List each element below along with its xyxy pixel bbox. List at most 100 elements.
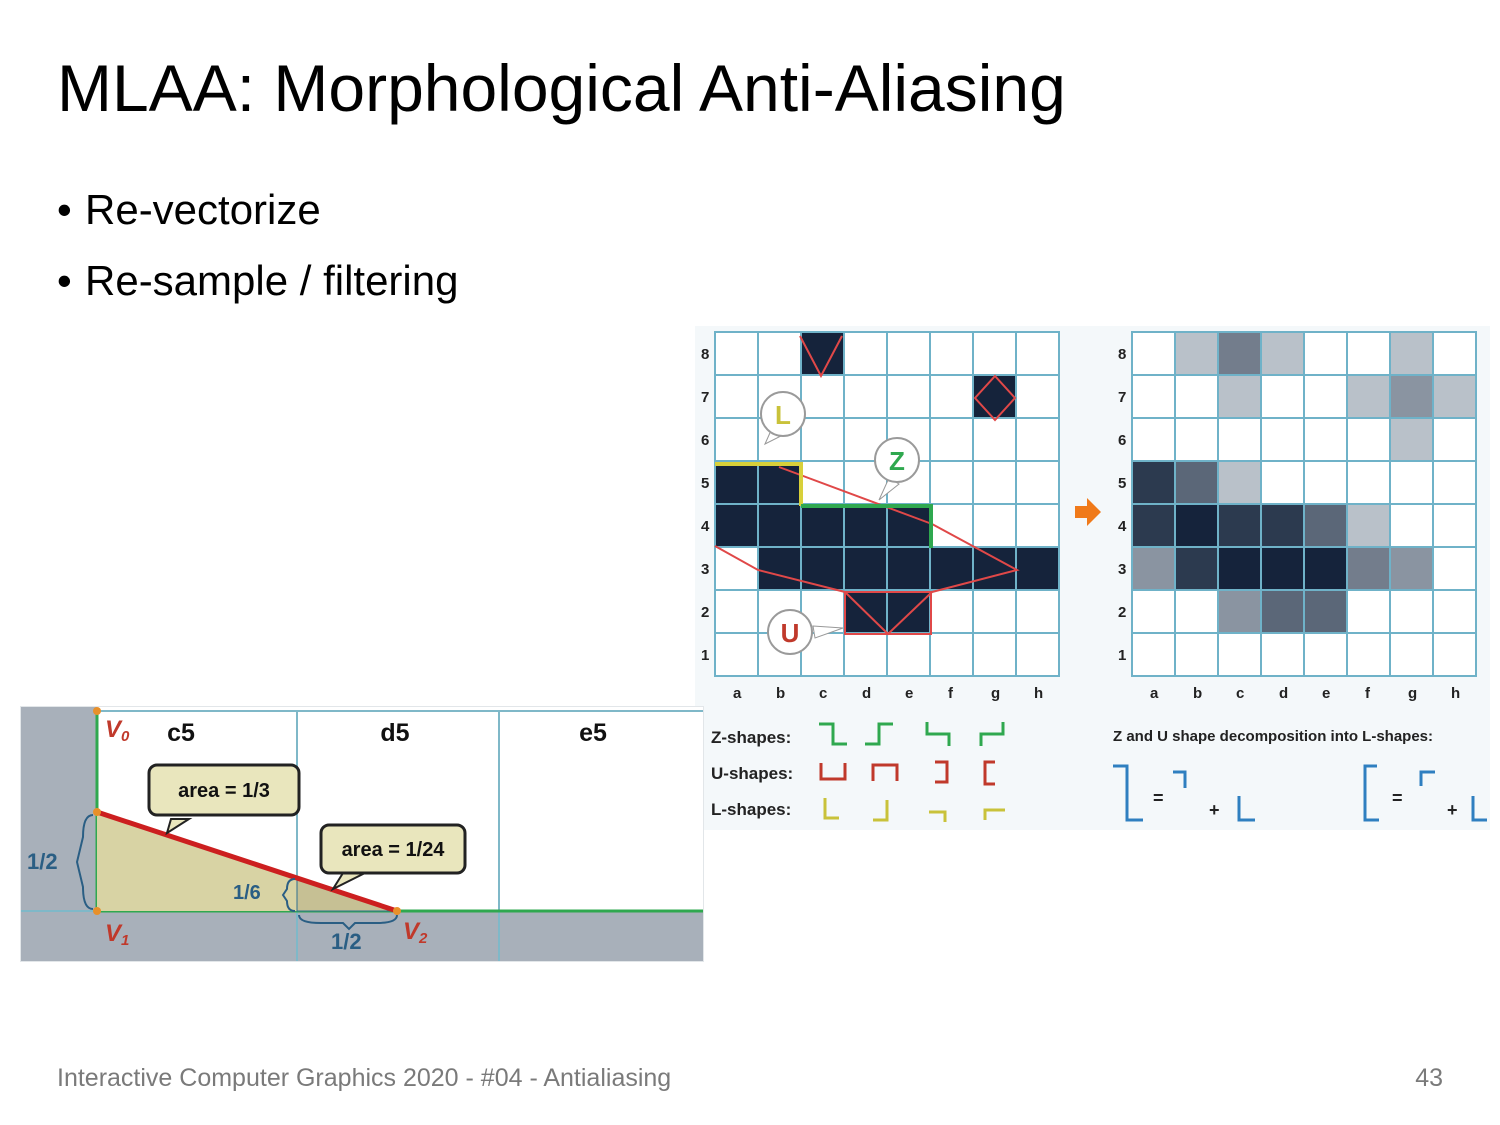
bullet-dot: • xyxy=(57,257,72,304)
filtered-pixel-d4 xyxy=(1260,503,1305,548)
callout-area-twentyfourth: area = 1/24 xyxy=(319,823,467,892)
source-pixel-e1 xyxy=(886,632,931,677)
filtered-row-label: 5 xyxy=(1118,475,1126,492)
brace-sixth xyxy=(281,878,296,912)
source-column-label: g xyxy=(991,685,1000,702)
filtered-column-label: e xyxy=(1322,685,1330,702)
filtered-pixel-e1 xyxy=(1303,632,1348,677)
filtered-column-label: c xyxy=(1236,685,1244,702)
area-triangle-1 xyxy=(97,812,297,911)
filtered-pixel-c6 xyxy=(1217,417,1262,462)
filtered-pixel-g6 xyxy=(1389,417,1434,462)
source-column-label: e xyxy=(905,685,913,702)
source-pixel-c3 xyxy=(800,546,845,591)
edge-c8 xyxy=(799,335,843,379)
decomposition-equals-1: = xyxy=(1153,788,1164,808)
source-row-label: 5 xyxy=(701,475,709,492)
page-number: 43 xyxy=(1415,1064,1443,1092)
source-pixel-g7 xyxy=(972,374,1017,419)
filtered-pixel-d2 xyxy=(1260,589,1305,634)
filtered-row-label: 1 xyxy=(1118,647,1126,664)
filtered-pixel-f2 xyxy=(1346,589,1391,634)
source-pixel-e8 xyxy=(886,331,931,376)
filtered-pixel-a4 xyxy=(1131,503,1176,548)
filtered-pixel-d3 xyxy=(1260,546,1305,591)
filtered-pixel-e7 xyxy=(1303,374,1348,419)
filtered-pixel-f3 xyxy=(1346,546,1391,591)
callout-l-text: L xyxy=(775,400,791,430)
source-pixel-f1 xyxy=(929,632,974,677)
source-pixel-c7 xyxy=(800,374,845,419)
v0-label: V0 xyxy=(105,716,130,745)
callout-z: Z xyxy=(874,437,920,501)
filtered-row-label: 4 xyxy=(1118,518,1127,535)
filtered-pixel-h1 xyxy=(1432,632,1477,677)
source-pixel-h4 xyxy=(1015,503,1060,548)
filtered-pixel-g4 xyxy=(1389,503,1434,548)
filtered-pixel-h7 xyxy=(1432,374,1477,419)
source-pixel-f2 xyxy=(929,589,974,634)
v2-point xyxy=(393,907,401,915)
filtered-pixel-f5 xyxy=(1346,460,1391,505)
source-pixel-c8 xyxy=(800,331,845,376)
label-sixth: 1/6 xyxy=(233,882,261,904)
filtered-pixel-g7 xyxy=(1389,374,1434,419)
source-pixel-b3 xyxy=(757,546,802,591)
filtered-pixel-h6 xyxy=(1432,417,1477,462)
filtered-pixel-f7 xyxy=(1346,374,1391,419)
filtered-pixel-d6 xyxy=(1260,417,1305,462)
callout-u-text: U xyxy=(781,618,800,648)
bullet-text: Re-vectorize xyxy=(85,186,321,233)
slide-footer: Interactive Computer Graphics 2020 - #04… xyxy=(57,1064,672,1092)
filtered-pixel-c7 xyxy=(1217,374,1262,419)
filtered-pixel-a2 xyxy=(1131,589,1176,634)
v0-point xyxy=(93,707,101,715)
source-pixel-d7 xyxy=(843,374,888,419)
filtered-pixel-e2 xyxy=(1303,589,1348,634)
z-shapes-label: Z-shapes: xyxy=(711,728,791,747)
source-pixel-d4 xyxy=(843,503,888,548)
filtered-row-label: 8 xyxy=(1118,346,1126,363)
revectorized-edges xyxy=(714,335,1020,636)
filtered-pixel-f1 xyxy=(1346,632,1391,677)
source-column-label: f xyxy=(948,685,954,702)
source-pixel-h8 xyxy=(1015,331,1060,376)
midpoint xyxy=(93,808,101,816)
callout-z-text: Z xyxy=(889,446,905,476)
source-pixel-a8 xyxy=(714,331,759,376)
filtered-pixel-e3 xyxy=(1303,546,1348,591)
source-pixel-h5 xyxy=(1015,460,1060,505)
filtered-pixel-f4 xyxy=(1346,503,1391,548)
filtered-pixel-g5 xyxy=(1389,460,1434,505)
source-pixel-f6 xyxy=(929,417,974,462)
source-pixel-h1 xyxy=(1015,632,1060,677)
source-pixel-d3 xyxy=(843,546,888,591)
decomposition-plus-2: + xyxy=(1447,800,1458,820)
decomposition-equals-2: = xyxy=(1392,788,1403,808)
bullet-list: •Re-vectorize •Re-sample / filtering xyxy=(57,183,458,325)
source-column-label: h xyxy=(1034,685,1043,702)
filtered-row-label: 3 xyxy=(1118,561,1126,578)
filtered-pixel-b2 xyxy=(1174,589,1219,634)
source-pixel-b4 xyxy=(757,503,802,548)
filtered-column-label: b xyxy=(1193,685,1202,702)
filtered-column-label: f xyxy=(1365,685,1371,702)
z-shape-edge xyxy=(801,504,933,548)
source-pixel-c4 xyxy=(800,503,845,548)
source-row-label: 6 xyxy=(701,432,709,449)
edge-right xyxy=(931,523,1020,593)
filtered-pixel-a3 xyxy=(1131,546,1176,591)
filtered-pixel-e4 xyxy=(1303,503,1348,548)
source-column-label: c xyxy=(819,685,827,702)
source-pixel-d1 xyxy=(843,632,888,677)
filtered-pixel-d5 xyxy=(1260,460,1305,505)
filtered-pixel-g8 xyxy=(1389,331,1434,376)
filtered-pixel-a8 xyxy=(1131,331,1176,376)
source-pixel-g4 xyxy=(972,503,1017,548)
filtered-pixel-f8 xyxy=(1346,331,1391,376)
filtered-pixel-h8 xyxy=(1432,331,1477,376)
silhouette-line xyxy=(96,809,398,914)
decomposition-u xyxy=(1363,764,1487,822)
filtered-pixel-e5 xyxy=(1303,460,1348,505)
